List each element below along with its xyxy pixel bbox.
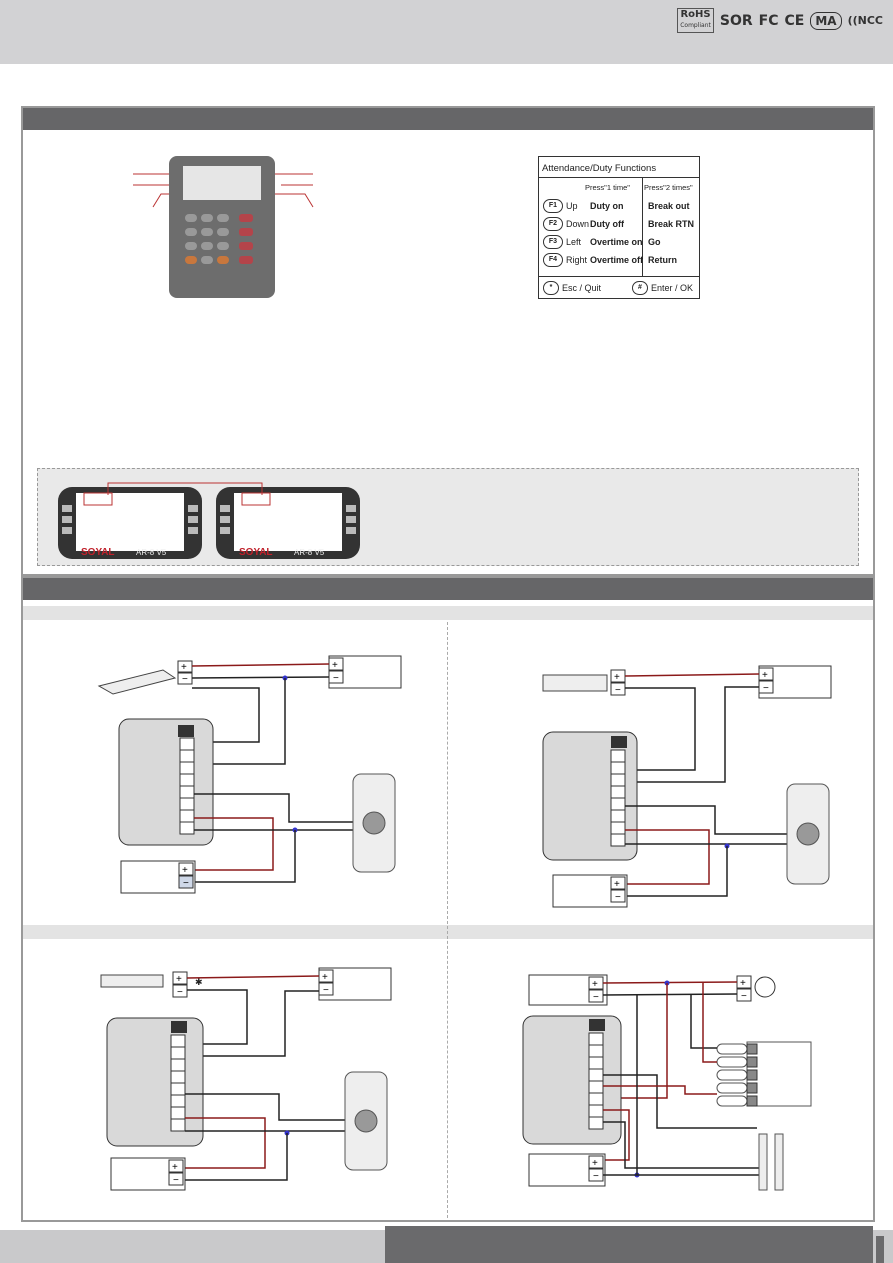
- svg-text:−: −: [741, 991, 747, 1002]
- svg-text:−: −: [173, 1175, 179, 1186]
- svg-text:−: −: [593, 992, 599, 1003]
- svg-text:+: +: [172, 1162, 178, 1173]
- brand-text-1: SOYAL: [81, 547, 115, 558]
- svg-text:+: +: [181, 662, 187, 673]
- svg-text:−: −: [333, 673, 339, 684]
- wiring-diagram-svg: +− +− +−: [97, 655, 832, 1191]
- card-title: Attendance/Duty Functions: [542, 163, 657, 174]
- func-row-f2: F2 Down Duty off Break RTN: [543, 217, 694, 231]
- footer-dark-panel: [385, 1226, 873, 1263]
- svg-text:+: +: [614, 879, 620, 890]
- diagram-magnetic-lock: + − + − + −: [542, 665, 832, 908]
- star-key-icon: *: [543, 281, 559, 295]
- hash-key-icon: #: [632, 281, 648, 295]
- sub-header-bar-top: [23, 606, 873, 620]
- svg-text:−: −: [183, 878, 189, 889]
- column-divider: [447, 622, 448, 1218]
- svg-text:+: +: [614, 672, 620, 683]
- device-illustration: [133, 156, 314, 298]
- svg-text:+: +: [332, 660, 338, 671]
- col1-header: Press"1 time": [585, 183, 630, 192]
- ma-logo: MA: [810, 11, 842, 30]
- attendance-function-card: Attendance/Duty Functions Press"1 time" …: [538, 156, 700, 299]
- diagram-strike-lock: + − + − ✱ + −: [100, 967, 392, 1191]
- svg-text:+: +: [592, 979, 598, 990]
- f1-key-icon: F1: [543, 199, 563, 213]
- header-band: [0, 0, 893, 64]
- func-row-f1: F1 Up Duty on Break out: [543, 199, 690, 213]
- f2-key-icon: F2: [543, 217, 563, 231]
- svg-text:−: −: [323, 985, 329, 996]
- note-box: SOYAL AR-8 V5 SOYAL AR-8 V5: [37, 468, 859, 566]
- func-row-esc-enter: * Esc / Quit # Enter / OK: [543, 281, 693, 295]
- brand-text-2: SOYAL: [239, 547, 273, 558]
- fc-logo: FC: [758, 12, 779, 29]
- f4-key-icon: F4: [543, 253, 563, 267]
- diagram-electric-bolt: +− +− +−: [97, 655, 402, 894]
- model-text-1: AR-8 V5: [136, 548, 167, 557]
- footer-tab: [876, 1236, 884, 1263]
- svg-text:+: +: [176, 974, 182, 985]
- f3-key-icon: F3: [543, 235, 563, 249]
- sub-header-bar-bottom: [23, 925, 873, 939]
- svg-text:−: −: [182, 674, 188, 685]
- svg-text:−: −: [177, 987, 183, 998]
- svg-text:✱: ✱: [195, 977, 203, 987]
- ncc-logo: ((NCC: [847, 13, 883, 27]
- svg-text:−: −: [615, 685, 621, 696]
- svg-text:−: −: [593, 1171, 599, 1182]
- reader-screens-illustration: SOYAL AR-8 V5 SOYAL AR-8 V5: [58, 482, 360, 559]
- svg-text:+: +: [182, 865, 188, 876]
- func-row-f3: F3 Left Overtime on Go: [543, 235, 661, 249]
- svg-text:−: −: [615, 892, 621, 903]
- svg-text:+: +: [762, 670, 768, 681]
- svg-text:+: +: [740, 978, 746, 989]
- section-header-bar: [23, 108, 873, 130]
- svg-text:+: +: [322, 972, 328, 983]
- ce-logo: CE: [784, 12, 805, 29]
- svg-text:+: +: [592, 1158, 598, 1169]
- model-text-2: AR-8 V5: [294, 548, 325, 557]
- section-header-bar-2: [23, 578, 873, 600]
- col2-header: Press"2 times": [644, 183, 693, 192]
- diagram-turnstile-relay: + − + −: [522, 974, 812, 1191]
- func-row-f4: F4 Right Overtime off Return: [543, 253, 677, 267]
- svg-text:−: −: [763, 683, 769, 694]
- sor-logo: SOR: [719, 12, 753, 29]
- section-wiring-diagrams: +− +− +−: [21, 576, 875, 1222]
- section-keypad-functions: Attendance/Duty Functions Press"1 time" …: [21, 106, 875, 576]
